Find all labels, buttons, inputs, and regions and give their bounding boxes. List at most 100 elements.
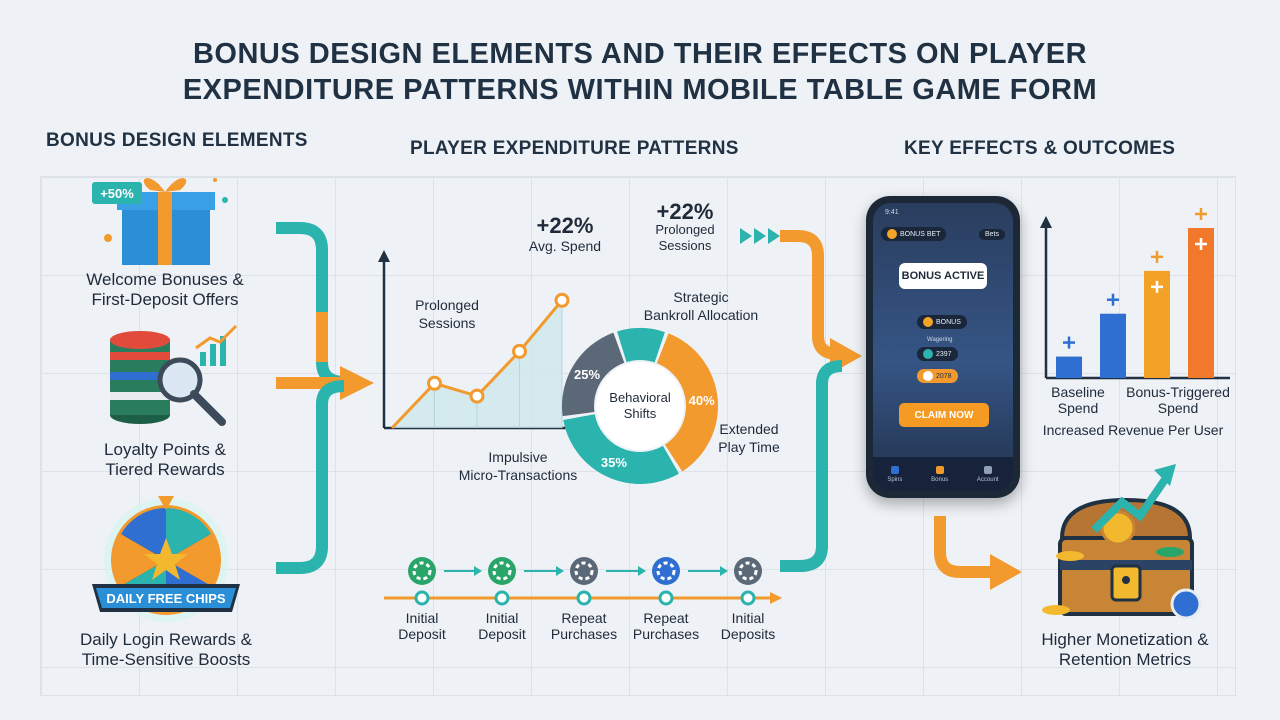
daily-login-line-1: Daily Login Rewards &	[80, 630, 252, 649]
line-chart-point	[469, 388, 485, 404]
timeline-arrowhead	[474, 566, 482, 576]
phone-value-2: 2078	[917, 369, 958, 383]
phone-nav-account[interactable]: Account	[976, 465, 999, 483]
impulsive-transactions-line-1: Impulsive	[488, 449, 548, 465]
phone-nav-account-label: Account	[976, 476, 999, 483]
phone-value-1: 2397	[917, 347, 958, 361]
daily-login-line-2: Time-Sensitive Boosts	[81, 650, 251, 669]
phone-screen: 9:41 BONUS BET Bets BONUS ACTIVE BONUS W…	[873, 203, 1013, 491]
bar-chart-plot	[1056, 208, 1214, 378]
bar	[1188, 228, 1214, 378]
account-icon	[983, 465, 992, 474]
donut-chart: 40%35%25%	[562, 328, 719, 484]
timeline-arrowhead	[720, 566, 728, 576]
casino-chip-icon	[408, 557, 436, 585]
prolonged-sessions-value: +22%	[656, 199, 714, 224]
timeline-label-line-1: Initial	[485, 610, 519, 626]
timeline-arrowhead	[638, 566, 646, 576]
gift-box-icon	[92, 178, 228, 265]
line-chart-point	[554, 292, 570, 308]
coin-icon	[923, 371, 933, 381]
outcome-arrow	[934, 516, 1022, 590]
avg-spend-value: +22%	[536, 213, 594, 238]
casino-chip-ring	[738, 561, 758, 581]
avg-spend-label: Avg. Spend	[528, 238, 602, 254]
phone-bonus-label: BONUS	[936, 318, 961, 326]
baseline-spend-label: Baseline Spend	[1040, 384, 1116, 416]
flow-connectors-left	[276, 222, 374, 574]
welcome-bonus-label: Welcome Bonuses & First-Deposit Offers	[52, 270, 278, 310]
daily-login-label: Daily Login Rewards & Time-Sensitive Boo…	[40, 630, 292, 670]
title-line-1: BONUS DESIGN ELEMENTS AND THEIR EFFECTS …	[192, 38, 1088, 70]
bonus-triggered-line-1: Bonus-Triggered	[1126, 384, 1230, 400]
casino-chip-ring	[492, 561, 512, 581]
avg-spend-annotation: +22% Avg. Spend	[500, 213, 630, 256]
treasure-chest-icon	[1042, 464, 1202, 620]
timeline-node	[658, 590, 674, 606]
claim-now-button[interactable]: CLAIM NOW	[899, 403, 989, 427]
baseline-spend-line-1: Baseline	[1051, 384, 1105, 400]
phone-balance-label: BONUS BET	[900, 230, 941, 238]
coin-icon	[887, 229, 897, 239]
donut-center-label: Behavioral Shifts	[590, 390, 690, 422]
timeline-label-line-2: Purchases	[632, 626, 700, 642]
loyalty-points-line-2: Tiered Rewards	[105, 460, 225, 479]
timeline-label-line-1: Initial	[405, 610, 439, 626]
welcome-bonus-line-1: Welcome Bonuses &	[86, 270, 244, 289]
page-title: BONUS DESIGN ELEMENTS AND THEIR EFFECTS …	[0, 36, 1280, 108]
casino-chip-ring	[412, 561, 432, 581]
casino-chip-icon	[734, 557, 762, 585]
higher-monetization-line-1: Higher Monetization &	[1041, 630, 1209, 649]
bar	[1100, 313, 1126, 378]
line-chart-label: Prolonged Sessions	[400, 296, 494, 332]
phone-bonus-pill: BONUS	[917, 315, 967, 329]
timeline-node	[494, 590, 510, 606]
welcome-badge-text: +50%	[100, 186, 134, 201]
prize-wheel-icon	[92, 496, 240, 622]
welcome-bonus-line-2: First-Deposit Offers	[91, 290, 239, 309]
donut-center-line-1: Behavioral	[609, 390, 671, 405]
prolonged-sessions-label-1: Prolonged	[655, 222, 715, 237]
phone-nav-bar: Spins Bonus Account	[873, 457, 1013, 491]
line-chart-label-1: Prolonged	[415, 297, 479, 313]
phone-bets-pill[interactable]: Bets	[978, 229, 1005, 240]
timeline-label-line-2: Deposit	[478, 626, 526, 642]
donut-slice	[563, 414, 679, 484]
bonus-triggered-spend-label: Bonus-Triggered Spend	[1116, 384, 1240, 416]
phone-nav-spins[interactable]: Spins	[887, 465, 902, 483]
donut-slice-label: 40%	[689, 393, 715, 408]
strategic-allocation-line-1: Strategic	[673, 289, 729, 305]
loyalty-points-label: Loyalty Points & Tiered Rewards	[52, 440, 278, 480]
impulsive-transactions-label: Impulsive Micro-Transactions	[448, 448, 588, 484]
revenue-caption: Increased Revenue Per User	[1042, 422, 1224, 438]
timeline-label-line-1: Initial	[731, 610, 765, 626]
phone-balance-pill[interactable]: BONUS BET	[881, 227, 947, 241]
phone-nav-bonus[interactable]: Bonus	[931, 465, 948, 483]
phone-value-2-text: 2078	[936, 372, 952, 380]
bar	[1056, 356, 1082, 378]
timeline-label-line-2: Purchases	[550, 626, 618, 642]
timeline-label-line-2: Deposits	[720, 626, 776, 642]
baseline-spend-line-2: Spend	[1057, 400, 1099, 416]
flow-connectors-right	[740, 228, 862, 572]
donut-slice	[656, 333, 719, 472]
phone-mockup: 9:41 BONUS BET Bets BONUS ACTIVE BONUS W…	[866, 196, 1020, 498]
line-chart-point	[512, 343, 527, 359]
phone-wager-label: Wagering	[927, 337, 953, 343]
higher-monetization-label: Higher Monetization & Retention Metrics	[1012, 630, 1238, 670]
donut-center-line-2: Shifts	[623, 406, 657, 421]
line-chart-point	[427, 375, 442, 391]
timeline-label-line-2: Deposit	[398, 626, 446, 642]
donut-slice	[562, 332, 625, 417]
title-line-2: EXPENDITURE PATTERNS WITHIN MOBILE TABLE…	[182, 74, 1098, 106]
donut-slice-label: 25%	[574, 367, 600, 382]
extended-play-label: Extended Play Time	[704, 420, 794, 456]
coin-icon	[923, 349, 933, 359]
section-heading-key-effects: KEY EFFECTS & OUTCOMES	[904, 138, 1176, 159]
donut-slice	[617, 328, 665, 363]
prolonged-sessions-annotation: +22% Prolonged Sessions	[630, 199, 740, 254]
